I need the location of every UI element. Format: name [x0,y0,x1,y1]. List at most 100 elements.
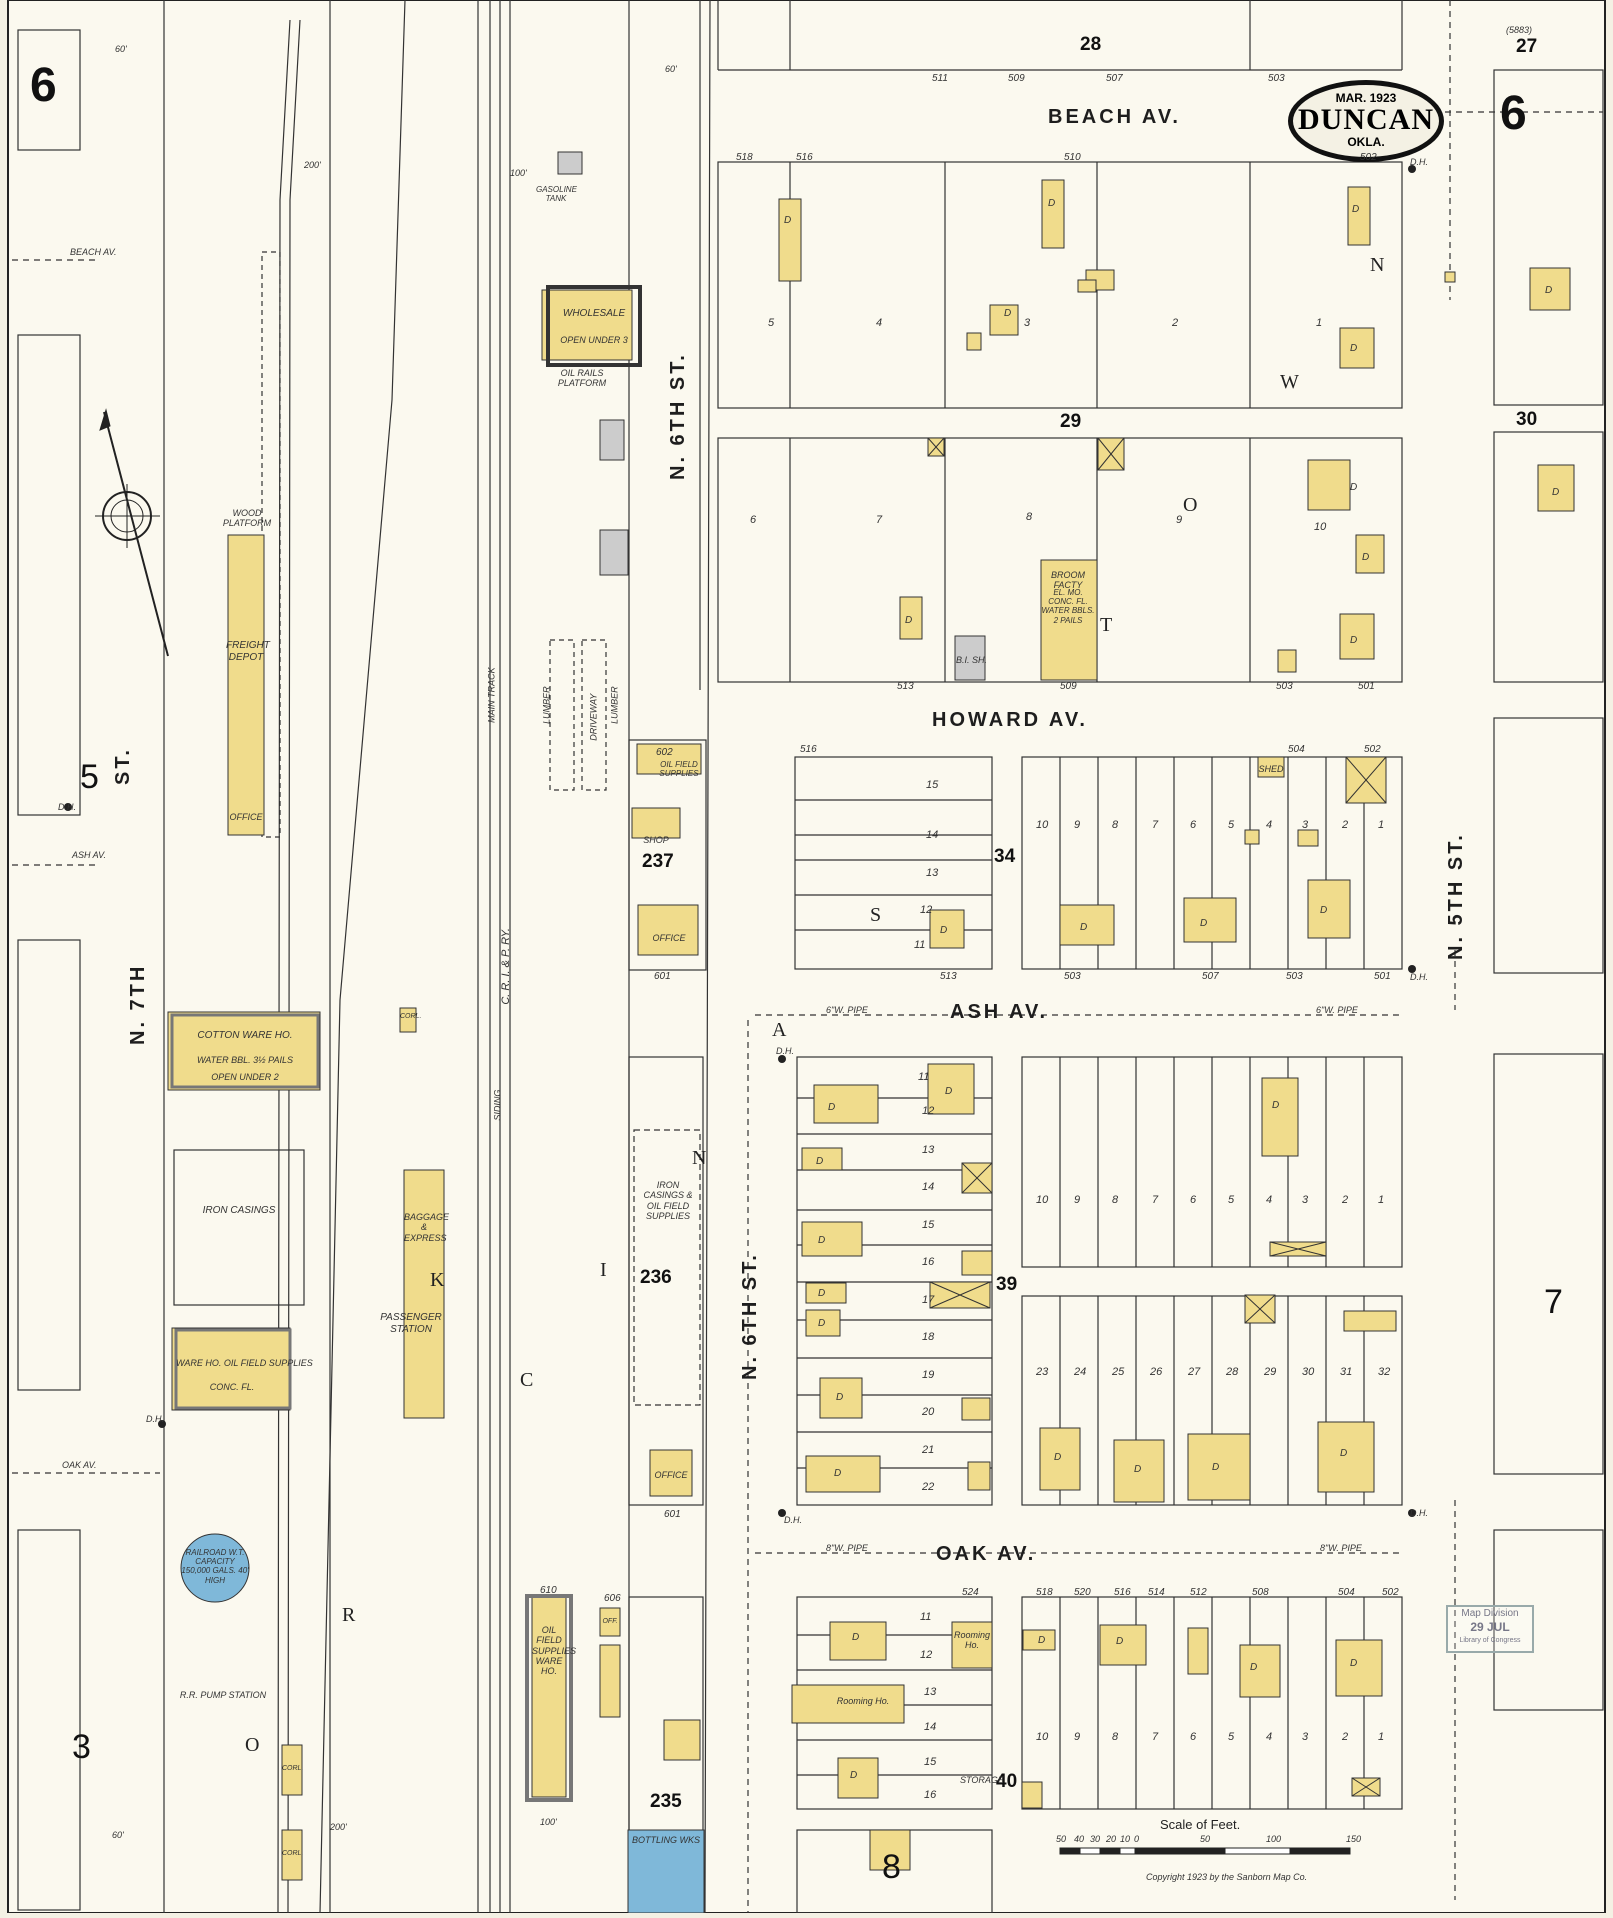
building-conc-fl: CONC. FL. [209,1382,255,1392]
address-label: 518 [1036,1587,1053,1598]
library-stamp: Map Division 29 JUL Library of Congress [1446,1605,1534,1653]
lot-number: 15 [924,1756,937,1768]
building-corl: CORL. [282,1850,304,1857]
dwelling-marker: D [1552,487,1560,498]
label-driveway: DRIVEWAY [588,693,599,741]
lot-number: 27 [1188,1366,1201,1378]
lot-number: 5 [1228,819,1235,831]
compass-rose-icon [95,408,169,657]
block-number-34: 34 [994,846,1016,867]
dwelling-marker: D [850,1770,858,1781]
dwelling-marker: D [1350,1658,1358,1669]
building-corl: CORL. [282,1765,304,1772]
lot-number: 14 [924,1721,937,1733]
lot-number: 19 [922,1369,935,1381]
street-beach-av: BEACH AV. [1048,106,1181,128]
dwelling-marker: D [905,615,913,626]
address-label: 516 [796,152,813,163]
building-office: OFFICE [229,812,263,822]
railroad-letter: O [245,1734,260,1756]
label-iron-casings: IRON CASINGS [202,1205,276,1216]
stamp-line: Library of Congress [1459,1636,1521,1644]
lot-number: 2 [1342,819,1349,831]
label-dimension: 100' [540,1817,557,1827]
scale-tick: 0 [1134,1834,1140,1844]
map-date: MAR. 1923 [1335,91,1397,105]
label-dimension: 100' [510,168,527,178]
dwelling-marker: D [1340,1448,1348,1459]
state-name: OKLA. [1347,135,1385,149]
address-label: 513 [897,681,914,692]
building-office-236: OFFICE [654,1470,688,1480]
lot-number: 23 [1036,1366,1049,1378]
street-beach-av-left: BEACH AV. [70,247,117,257]
adjacent-sheet-5: 5 [80,758,99,796]
scale-tick: 30 [1090,1834,1101,1844]
label-dimension: 60' [115,44,127,54]
building-bottling-works: BOTTLING WKS [631,1835,700,1845]
lot-number: 3 [1302,1194,1309,1206]
adjacent-sheet-3: 3 [72,1728,91,1766]
label-dh: D.H. [1410,1508,1428,1518]
street-n7th: N. 7TH [127,963,149,1045]
lot-number: 5 [1228,1731,1235,1743]
lot-number: 9 [1176,514,1183,526]
street-oak-av-left: OAK AV. [62,1460,97,1470]
building-broom-factory: BROOM FACTY [1050,570,1085,591]
lot-number: 11 [920,1611,932,1623]
scale-tick: 20 [1106,1834,1117,1844]
dwelling-marker: D [828,1102,836,1113]
lot-number: 6 [1190,819,1197,831]
dwelling-marker: D [945,1086,953,1097]
address-label: 508 [1252,1587,1269,1598]
building-oil-supplies: OIL FIELD SUPPLIES [659,760,699,779]
city-name: DUNCAN [1298,103,1434,136]
town-letter: T [1100,614,1113,636]
map-frame [7,0,1606,1914]
railroad-letter: A [772,1019,787,1041]
label-water-tank: RAILROAD W.T. CAPACITY 150,000 GALS. 40'… [181,1548,249,1585]
lot-number: 1 [1378,819,1385,831]
dwelling-marker: D [1350,343,1358,354]
lot-number: 7 [1152,1731,1159,1743]
block-number-236: 236 [640,1267,672,1288]
scale-tick: 10 [1120,1834,1131,1844]
lot-number: 8 [1112,819,1119,831]
building-broom-note: EL. MO. CONC. FL. WATER BBLS. 2 PAILS [1041,588,1095,625]
dwelling-marker: D [1272,1100,1280,1111]
lot-number: 6 [1190,1194,1197,1206]
lot-number: 13 [926,867,939,879]
lot-number: 13 [924,1686,937,1698]
dwelling-marker: D [1250,1662,1258,1673]
building-bi-shed: B.I. SH. [956,655,988,665]
address-label: 513 [940,971,957,982]
lot-number: 1 [1378,1731,1385,1743]
street-n6th-upper: N. 6TH ST. [667,352,689,480]
lot-number: 8 [1112,1731,1119,1743]
label-dimension: 60' [665,64,677,74]
dwelling-marker: D [834,1468,842,1479]
building-cotton-note: WATER BBL. 3½ PAILS [196,1055,294,1065]
address-label: 512 [1190,1587,1207,1598]
block-number-40: 40 [996,1771,1018,1792]
lot-number: 3 [1302,819,1309,831]
address-label: 524 [962,1587,979,1598]
dwelling-marker: D [1352,204,1360,215]
dwelling-marker: D [818,1235,826,1246]
address-label: 510 [1064,152,1081,163]
address-label: 516 [1114,1587,1131,1598]
adjacent-sheet-8: 8 [882,1848,901,1886]
block-number-235: 235 [650,1791,682,1812]
building-rooming-ho: Rooming Ho. [836,1696,890,1706]
town-letter: O [1183,494,1198,516]
lot-number: 11 [914,939,926,951]
dwelling-marker: D [1212,1462,1220,1473]
label-iron-casings-oil: IRON CASINGS & OIL FIELD SUPPLIES [643,1180,693,1222]
town-letter: W [1280,371,1299,393]
address-label: 601 [664,1509,681,1520]
adjacent-sheet-7: 7 [1544,1283,1563,1321]
address-label: 502 [1360,152,1377,163]
label-pipe: 6"W. PIPE [1316,1005,1358,1015]
lot-number: 4 [1266,1731,1273,1743]
